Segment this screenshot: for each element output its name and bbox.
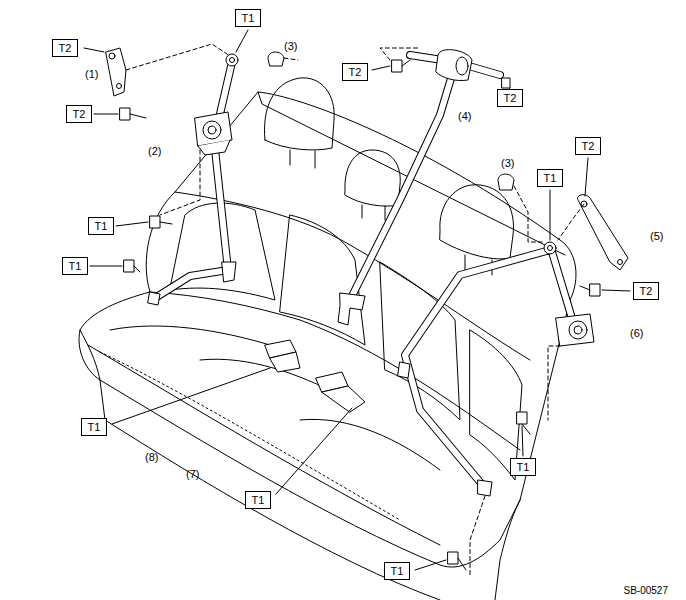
torque-code: T2 (59, 41, 72, 55)
torque-code: T1 (95, 219, 108, 233)
torque-code: T2 (73, 107, 86, 121)
torque-code: T2 (582, 139, 595, 153)
torque-code: T2 (349, 65, 362, 79)
torque-box: T1 (81, 418, 108, 436)
torque-box: T1 (88, 217, 115, 235)
callout-number: (5) (649, 230, 664, 243)
torque-box: T1 (245, 491, 272, 509)
callout-number: (3) (283, 40, 298, 53)
torque-box: T1 (384, 562, 411, 580)
figure-code: SB-00527 (623, 584, 669, 597)
torque-box: T2 (497, 89, 524, 107)
torque-box: T1 (510, 458, 537, 476)
torque-code: T1 (69, 259, 82, 273)
torque-box: T2 (66, 105, 93, 123)
torque-code: T1 (242, 11, 255, 25)
torque-box: T1 (235, 9, 262, 27)
callout-number: (3) (500, 157, 515, 170)
torque-code: T1 (88, 420, 101, 434)
torque-code: T2 (504, 91, 517, 105)
torque-code: T1 (517, 460, 530, 474)
callout-number: (6) (629, 327, 644, 340)
torque-box: T2 (52, 39, 79, 57)
torque-box: T2 (633, 282, 660, 300)
callout-number: (4) (457, 110, 472, 123)
callout-number: (7) (185, 468, 200, 481)
torque-box: T1 (537, 169, 564, 187)
torque-code: T2 (640, 284, 653, 298)
callout-number: (1) (84, 68, 99, 81)
torque-box: T2 (575, 137, 602, 155)
torque-code: T1 (544, 171, 557, 185)
torque-code: T1 (252, 493, 265, 507)
torque-box: T1 (62, 257, 89, 275)
torque-code: T1 (391, 564, 404, 578)
callout-number: (2) (147, 145, 162, 158)
callout-number: (8) (144, 451, 159, 464)
torque-box: T2 (342, 63, 369, 81)
